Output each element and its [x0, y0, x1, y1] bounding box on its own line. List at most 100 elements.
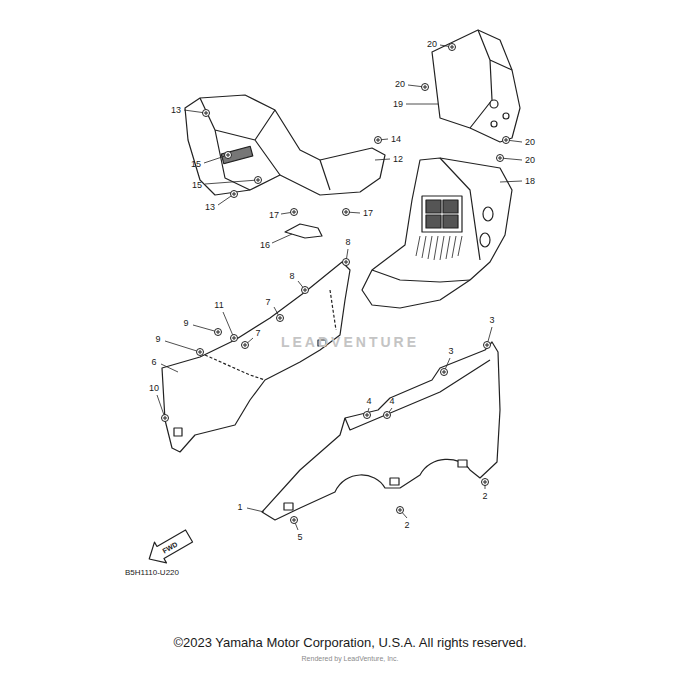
- callout-number: 15: [192, 181, 202, 190]
- screw: [225, 152, 232, 159]
- screw: [482, 479, 489, 486]
- screw-slot: [292, 210, 296, 214]
- callout-number: 1: [237, 503, 242, 512]
- screw-slot: [226, 153, 230, 157]
- callout-number: 10: [149, 384, 159, 393]
- callout-number: 20: [395, 80, 405, 89]
- box-edge: [372, 158, 480, 282]
- leader-line: [161, 364, 178, 372]
- screw: [203, 110, 210, 117]
- leader-line: [500, 181, 522, 182]
- callout-number: 2: [482, 492, 487, 501]
- screw-slot: [398, 508, 402, 512]
- screw-slot: [232, 336, 236, 340]
- screw-head: [197, 349, 204, 356]
- callout-number: 16: [260, 241, 270, 250]
- screw-slot: [216, 330, 220, 334]
- box-hole: [480, 233, 490, 247]
- callout-number: 15: [191, 160, 201, 169]
- screw-slot: [278, 316, 282, 320]
- right-side-cover: [262, 342, 500, 520]
- screw: [291, 209, 298, 216]
- screw-slot: [423, 85, 427, 89]
- screw-head: [225, 152, 232, 159]
- grille-cell: [426, 200, 441, 213]
- leader-line: [165, 341, 200, 352]
- leader-line: [223, 312, 234, 338]
- callout-number: 9: [183, 319, 188, 328]
- screw: [302, 287, 309, 294]
- callout-number: 8: [289, 272, 294, 281]
- screw: [197, 349, 204, 356]
- screw: [343, 259, 350, 266]
- screw: [277, 315, 284, 322]
- grille-cell: [426, 215, 441, 228]
- screw: [162, 415, 169, 422]
- screw-slot: [292, 518, 296, 522]
- screw-head: [203, 110, 210, 117]
- callout-number: 12: [393, 155, 403, 164]
- callout-number: 3: [489, 316, 494, 325]
- callout-number: 8: [345, 238, 350, 247]
- callout-number: 2: [404, 521, 409, 530]
- screw-head: [484, 342, 491, 349]
- cover-edge: [345, 360, 490, 430]
- callout-number: 13: [171, 106, 181, 115]
- screw-head: [291, 209, 298, 216]
- screw-head: [364, 412, 371, 419]
- screw-slot: [163, 416, 167, 420]
- callout-number: 3: [448, 347, 453, 356]
- grille: [422, 196, 462, 232]
- screw: [449, 44, 456, 51]
- screw-head: [449, 44, 456, 51]
- callout-number: 17: [269, 211, 279, 220]
- callout-number: 4: [366, 397, 371, 406]
- screw: [375, 137, 382, 144]
- screw: [231, 335, 238, 342]
- forward-arrow: [143, 526, 195, 570]
- screw-slot: [365, 413, 369, 417]
- cover-edge: [200, 98, 330, 190]
- grille-cell: [443, 200, 458, 213]
- screw: [242, 342, 249, 349]
- duct-hole: [490, 100, 498, 108]
- screw-slot: [303, 288, 307, 292]
- screw-slot: [198, 350, 202, 354]
- screw-slot: [256, 178, 260, 182]
- screw-slot: [485, 343, 489, 347]
- duct-hole: [503, 113, 509, 119]
- screw-slot: [498, 156, 502, 160]
- cover-slot: [221, 146, 253, 163]
- callout-number: 9: [155, 335, 160, 344]
- leader-line: [247, 508, 264, 512]
- duct-edge: [470, 30, 512, 128]
- watermark: LEADVENTURE: [281, 335, 419, 349]
- screw-slot: [232, 192, 236, 196]
- screw-slot: [450, 45, 454, 49]
- leader-line: [272, 234, 292, 243]
- cover-tab: [174, 428, 182, 436]
- screw-slot: [483, 480, 487, 484]
- leader-line: [406, 104, 438, 105]
- screw-head: [215, 329, 222, 336]
- screw-slot: [442, 370, 446, 374]
- duct-hole: [491, 121, 497, 127]
- screw-slot: [204, 111, 208, 115]
- screw-head: [482, 479, 489, 486]
- screw: [384, 412, 391, 419]
- screw-head: [397, 507, 404, 514]
- air-box-cover: [362, 158, 512, 308]
- callout-number: 17: [363, 209, 373, 218]
- callout-number: 6: [151, 358, 156, 367]
- ribs: [416, 236, 462, 260]
- screw: [215, 329, 222, 336]
- screw-slot: [344, 260, 348, 264]
- screw-head: [343, 259, 350, 266]
- callout-number: 14: [391, 135, 401, 144]
- bracket: [285, 224, 322, 238]
- leader-line: [205, 180, 258, 184]
- callout-number: 5: [297, 533, 302, 542]
- callout-number: 20: [525, 138, 535, 147]
